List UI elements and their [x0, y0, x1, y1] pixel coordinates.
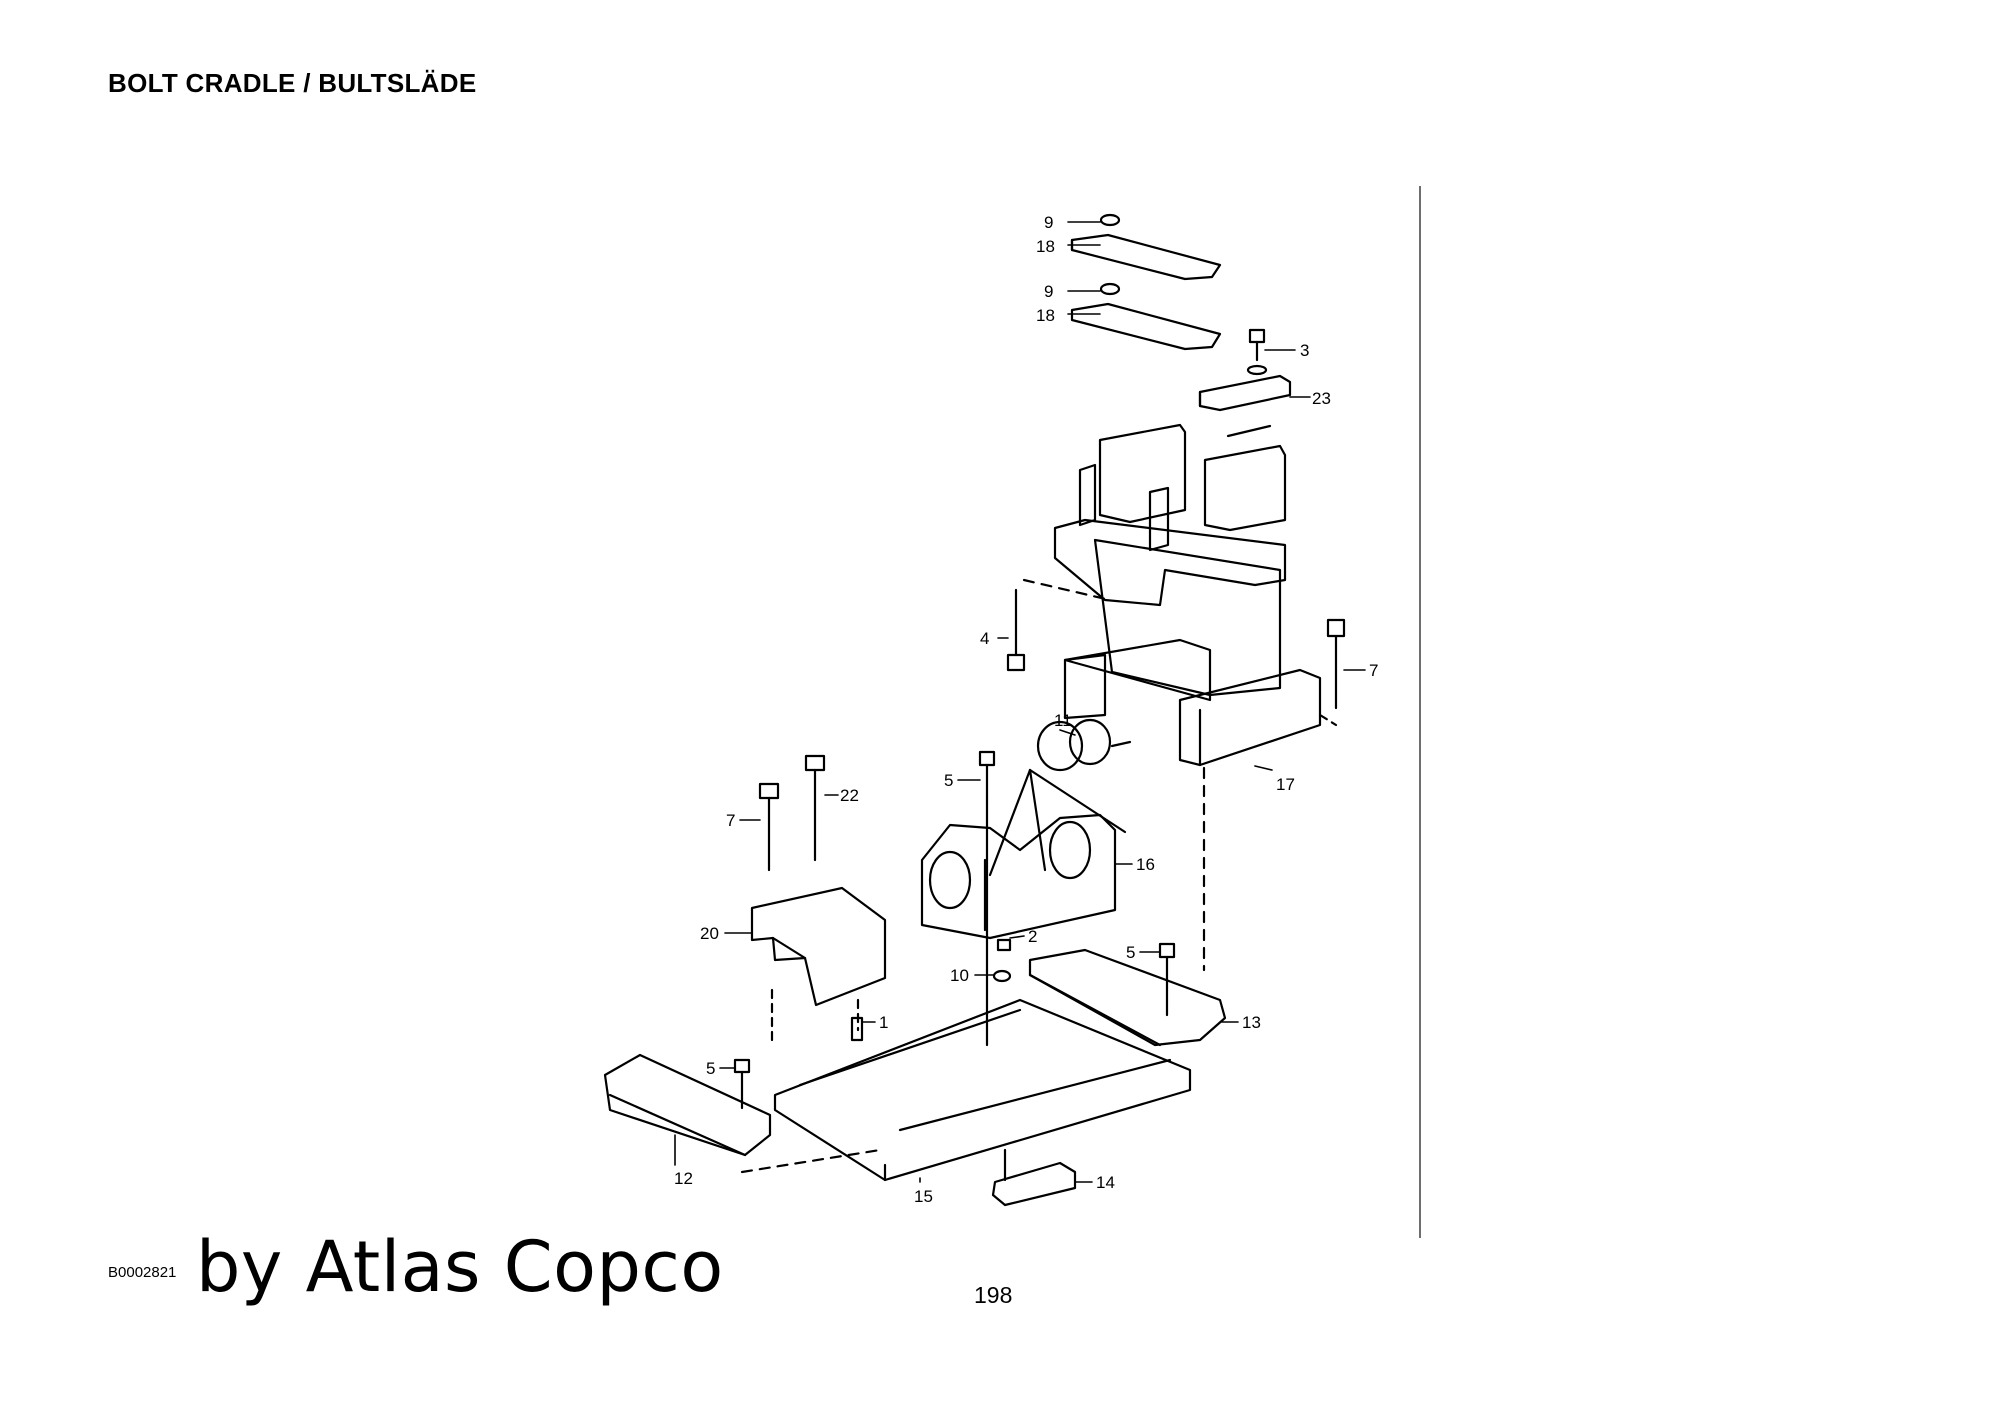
screw-3 [1246, 328, 1268, 376]
callout-20: 20 [700, 924, 719, 943]
bolt-7-right [1318, 618, 1346, 727]
pin [1226, 424, 1272, 438]
callout-7-right: 7 [1369, 661, 1378, 680]
pin-1 [850, 1016, 864, 1042]
plate-18-lower [1070, 302, 1222, 351]
washer-9-upper [1099, 213, 1121, 227]
bolt-22 [804, 754, 826, 862]
bolt-4 [1006, 578, 1112, 672]
leader-lines [674, 221, 1366, 1183]
callout-10: 10 [950, 966, 969, 985]
callout-3: 3 [1300, 341, 1309, 360]
callout-7-left: 7 [726, 811, 735, 830]
callout-5-upper: 5 [944, 771, 953, 790]
callout-17: 17 [1276, 775, 1295, 794]
washer-10 [992, 969, 1012, 983]
bolt-7-left [758, 782, 780, 872]
callout-18-lower: 18 [1036, 306, 1055, 325]
callout-labels: 9 18 9 18 3 23 4 7 11 17 5 22 7 16 20 2 … [674, 213, 1378, 1206]
cradle-frame [1053, 423, 1322, 767]
holder-16 [920, 768, 1127, 940]
callout-11: 11 [1054, 711, 1072, 730]
page-number: 198 [974, 1282, 1013, 1308]
brand-watermark: by Atlas Copco [196, 1226, 724, 1308]
bushing-11 [1036, 718, 1132, 772]
callout-5-right: 5 [1126, 943, 1135, 962]
callout-18-upper: 18 [1036, 237, 1055, 256]
callout-13: 13 [1242, 1013, 1261, 1032]
drawing-code: B0002821 [108, 1264, 177, 1281]
screw-5-right [1158, 942, 1176, 1017]
page-title: BOLT CRADLE / BULTSLÄDE [108, 68, 477, 98]
rail-13 [1028, 948, 1227, 1047]
callout-15: 15 [914, 1187, 933, 1206]
callout-2: 2 [1028, 927, 1037, 946]
vertical-divider [1419, 186, 1421, 1238]
screw-5-left [733, 1058, 751, 1110]
callout-5-left: 5 [706, 1059, 715, 1078]
washer-9-lower [1099, 282, 1121, 296]
callout-23: 23 [1312, 389, 1331, 408]
part-14 [991, 1148, 1077, 1207]
rail-12 [603, 1053, 772, 1157]
callout-9-lower: 9 [1044, 282, 1053, 301]
callout-9-upper: 9 [1044, 213, 1053, 232]
screw-5-upper [978, 750, 996, 1047]
callout-16: 16 [1136, 855, 1155, 874]
block-20 [750, 886, 887, 1047]
callout-4: 4 [980, 629, 989, 648]
base-plate-15 [773, 998, 1192, 1182]
callout-22: 22 [840, 786, 859, 805]
callout-14: 14 [1096, 1173, 1115, 1192]
clamp-23 [1198, 374, 1292, 412]
plate-18-upper [1070, 233, 1222, 281]
callout-1: 1 [879, 1013, 888, 1032]
callout-12: 12 [674, 1169, 693, 1188]
screw-2 [996, 938, 1012, 952]
